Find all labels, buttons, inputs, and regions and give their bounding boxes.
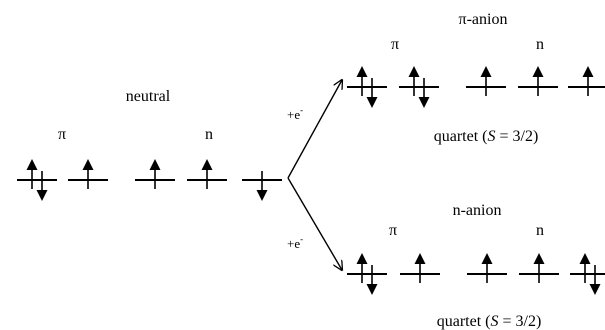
spin-up-arrow-head [408,66,420,77]
spin-up-arrow-head [149,159,161,170]
pi-anion-n-label: n [536,36,544,53]
spin-up-arrow-head [356,66,368,77]
neutral-pi-label: π [58,126,66,143]
pi-anion-title: π-anion [459,11,508,28]
spin-up-arrow-head [356,253,368,264]
spin-up-arrow-head [481,253,493,264]
spin-down-arrow-head [589,284,601,295]
spin-up-arrow-head [26,159,38,170]
pi-anion-orbital-levels [347,66,605,108]
neutral-orbital-levels [17,159,282,201]
pi-anion-spin-state: quartet (S = 3/2) [434,128,539,145]
spin-down-arrow-head [418,97,430,108]
spin-up-arrow-head [582,66,594,77]
spin-up-arrow-head [480,66,492,77]
neutral-title: neutral [126,88,171,105]
upper-reaction-arrow [287,80,342,179]
n-anion-title: n-anion [453,202,502,219]
spin-down-arrow-head [256,190,268,201]
lower-reaction-arrow [287,177,342,270]
n-anion-n-label: n [536,222,544,239]
spin-up-arrow-head [201,159,213,170]
n-anion-spin-state: quartet (S = 3/2) [437,313,542,330]
upper-electron-label: +e- [287,105,303,122]
n-anion-orbital-levels [347,253,605,295]
lower-electron-label: +e- [287,234,303,251]
spin-down-arrow-head [366,97,378,108]
spin-up-arrow-head [532,66,544,77]
spin-up-arrow-head [82,159,94,170]
spin-down-arrow-head [36,190,48,201]
spin-up-arrow-head [533,253,545,264]
n-anion-pi-label: π [389,222,397,239]
neutral-n-label: n [205,126,213,143]
pi-anion-pi-label: π [391,36,399,53]
spin-down-arrow-head [366,284,378,295]
spin-up-arrow-head [579,253,591,264]
spin-up-arrow-head [414,253,426,264]
